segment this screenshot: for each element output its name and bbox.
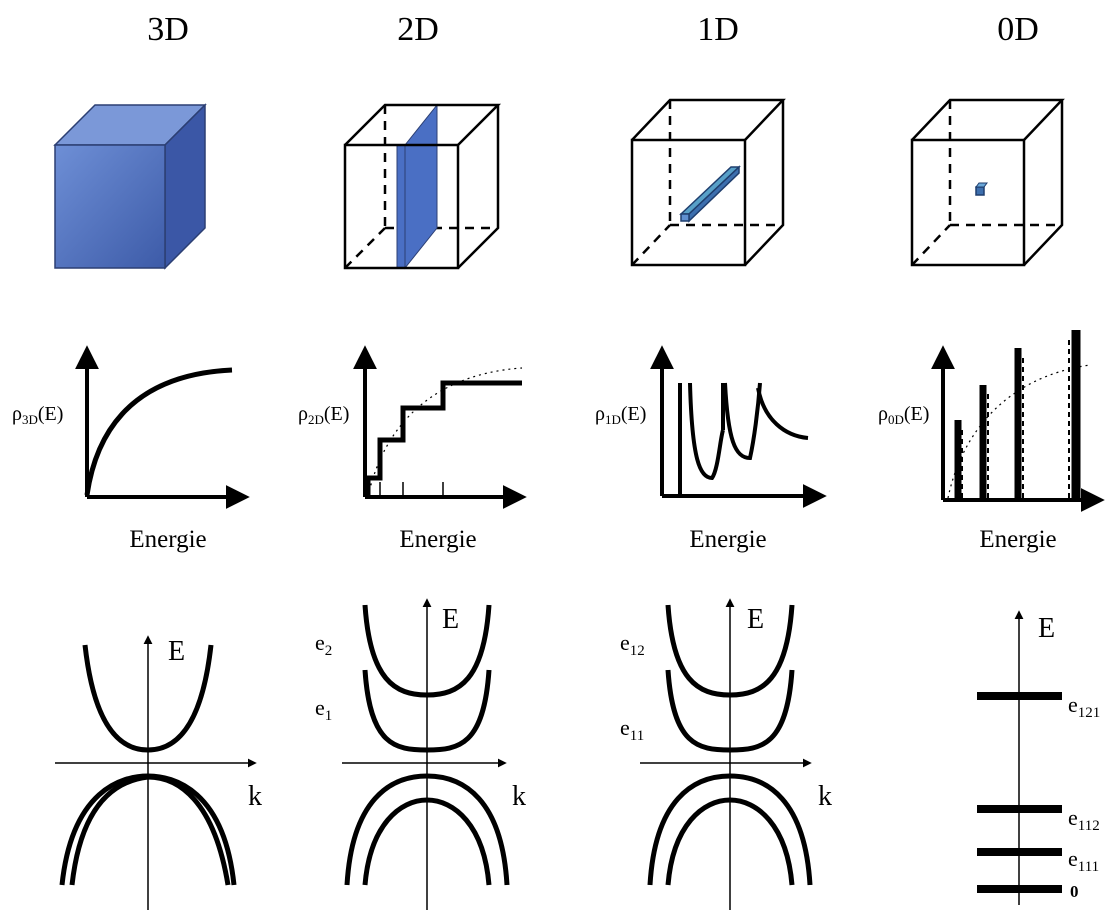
subband-e12 (665, 604, 795, 698)
x-label-energie: Energie (979, 526, 1056, 553)
conduction-band (82, 644, 214, 753)
dos-singularity-3 (756, 387, 809, 440)
title-1d: 1D (697, 11, 739, 48)
well-slab-face (404, 103, 438, 270)
wire-side (688, 165, 740, 223)
level-label-e121: e121 (1068, 692, 1100, 721)
hidden-edge-diagonal (344, 227, 386, 269)
subband-e11 (665, 669, 795, 753)
valence-subband-1 (344, 773, 510, 886)
dos-label: ρ3D(E) (12, 403, 63, 427)
title-0d: 0D (997, 11, 1039, 48)
cube-front-frame (343, 143, 460, 270)
cube-side-frame (1023, 100, 1064, 266)
x-label-energie: Energie (399, 526, 476, 553)
band-diagram-1d: E k e12 e11 (620, 598, 832, 910)
well-slab-front (396, 144, 406, 269)
k-axis-label: k (248, 781, 262, 812)
wire-end (680, 213, 690, 222)
title-2d: 2D (397, 11, 439, 48)
dos-singularity-2 (723, 382, 762, 461)
level-label-zero: 0 (1070, 882, 1079, 901)
level-label-e111: e111 (1068, 846, 1099, 875)
cube-top-frame (911, 98, 1065, 141)
hidden-edge-diagonal (911, 224, 951, 266)
dot-top (975, 182, 988, 188)
cube-side-frame (744, 100, 785, 266)
valence-band-2 (69, 774, 231, 886)
level-label-e1: e1 (315, 695, 332, 724)
dos-3d-reference-dotted (367, 367, 523, 498)
k-axis-label: k (818, 781, 832, 812)
cube-front-frame (910, 138, 1026, 267)
valence-subband-1 (647, 773, 813, 886)
band-diagram-3d: E k (55, 635, 262, 910)
subband-e1 (362, 669, 492, 753)
title-3d: 3D (147, 11, 189, 48)
dos-step-function (365, 380, 522, 497)
valence-subband-2 (362, 797, 492, 886)
subband-e2 (362, 604, 492, 698)
dos-plot-0d: ρ0D(E) Energie (878, 330, 1105, 553)
dos-label: ρ1D(E) (595, 403, 646, 427)
dos-plot-2d: ρ2D(E) Energie (298, 345, 527, 553)
dot-front (975, 186, 985, 196)
e-axis-label: E (442, 604, 459, 635)
dos-label: ρ2D(E) (298, 403, 349, 427)
quantum-dot-0d (910, 98, 1065, 267)
dos-plot-3d: ρ3D(E) Energie (12, 345, 250, 553)
e-axis-label: E (747, 604, 764, 635)
band-diagram-2d: E k e2 e1 (315, 598, 526, 910)
energy-levels-0d: E e121 e112 e111 0 (977, 610, 1100, 905)
x-label-energie: Energie (129, 526, 206, 553)
wire-top (679, 166, 741, 215)
quantum-well-2d (343, 103, 502, 270)
cube-side-frame (457, 105, 500, 269)
level-label-e112: e112 (1068, 805, 1100, 834)
level-label-e12: e12 (620, 630, 645, 659)
bulk-cube-3d (53, 103, 207, 270)
dos-sqrt-curve (84, 367, 233, 496)
x-label-energie: Energie (689, 526, 766, 553)
quantum-wire-1d (630, 98, 786, 267)
level-label-e11: e11 (620, 715, 644, 744)
cube-front-face (54, 144, 166, 269)
cube-front-frame (630, 138, 747, 267)
cube-top-frame (631, 98, 786, 141)
hidden-edge-diagonal (631, 224, 671, 266)
e-axis-label: E (1038, 613, 1055, 644)
k-axis-label: k (512, 781, 526, 812)
cube-top-frame (344, 103, 502, 146)
dos-singularity-1 (688, 382, 725, 481)
dos-plot-1d: ρ1D(E) Energie (595, 345, 827, 553)
e-axis-label: E (168, 636, 185, 667)
level-label-e2: e2 (315, 630, 332, 659)
valence-subband-2 (665, 797, 795, 886)
dos-label: ρ0D(E) (878, 403, 929, 427)
